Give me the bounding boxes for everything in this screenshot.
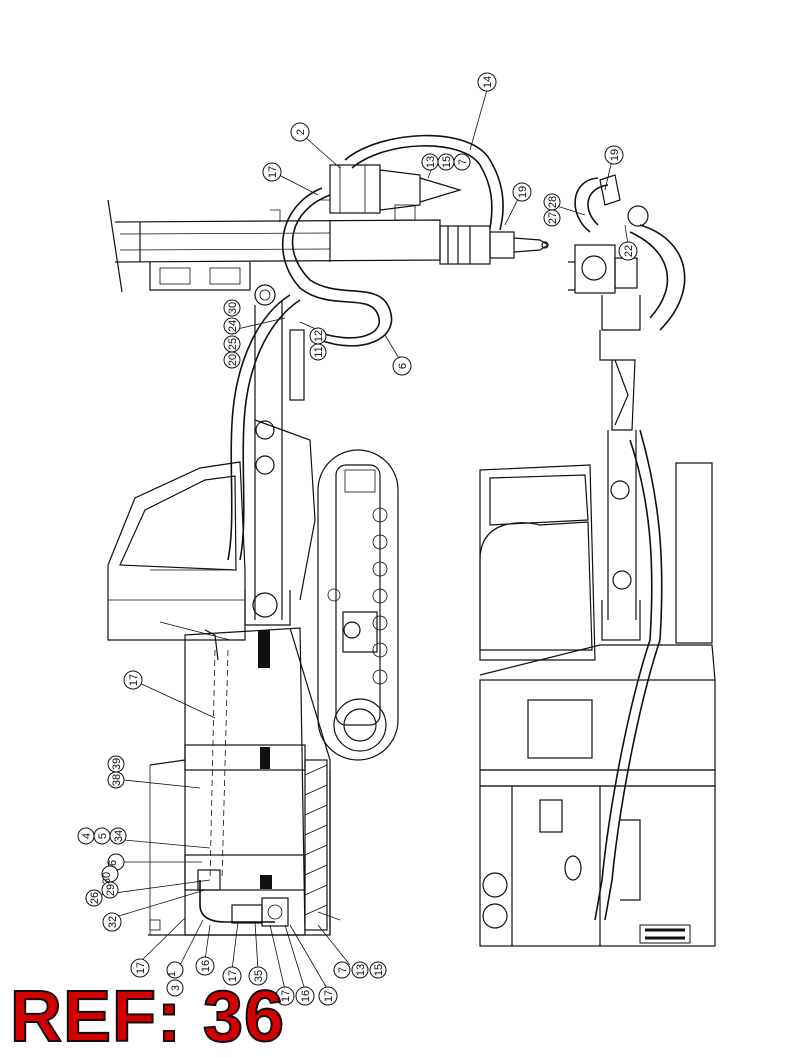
callout-4: 4 bbox=[77, 827, 95, 845]
svg-text:16: 16 bbox=[300, 990, 312, 1002]
callout-28: 28 bbox=[543, 193, 561, 211]
callout-12: 12 bbox=[309, 327, 327, 345]
svg-text:11: 11 bbox=[313, 346, 325, 357]
callout-15: 15 bbox=[369, 961, 387, 979]
callout-39: 39 bbox=[107, 755, 125, 773]
callout-5: 5 bbox=[93, 827, 111, 845]
svg-text:17: 17 bbox=[323, 990, 335, 1002]
callout-17: 17 bbox=[262, 162, 282, 182]
callout-13: 13 bbox=[421, 153, 439, 171]
callout-17: 17 bbox=[318, 986, 338, 1006]
callout-7: 7 bbox=[453, 153, 471, 171]
svg-text:38: 38 bbox=[111, 774, 123, 786]
callout-24: 24 bbox=[223, 317, 241, 335]
callout-3: 3 bbox=[166, 979, 184, 997]
callouts: 14 2 13 15 7 17 19 19 27 28 22 30 24 25 … bbox=[77, 72, 638, 1006]
hatched-panel bbox=[304, 759, 328, 931]
svg-text:25: 25 bbox=[227, 338, 239, 350]
callout-11: 11 bbox=[309, 343, 327, 361]
svg-text:17: 17 bbox=[267, 166, 279, 178]
callout-22: 22 bbox=[618, 241, 638, 261]
callout-13: 13 bbox=[351, 961, 369, 979]
svg-text:26: 26 bbox=[89, 892, 101, 904]
callout-7: 7 bbox=[333, 961, 351, 979]
svg-text:5: 5 bbox=[97, 833, 109, 839]
svg-text:17: 17 bbox=[227, 970, 239, 982]
callout-1: 1 bbox=[166, 961, 184, 979]
svg-text:19: 19 bbox=[609, 149, 621, 161]
svg-text:19: 19 bbox=[517, 186, 529, 198]
svg-text:7: 7 bbox=[457, 159, 469, 165]
callout-14: 14 bbox=[477, 72, 497, 92]
callout-26: 26 bbox=[85, 889, 103, 907]
callout-19: 19 bbox=[512, 182, 532, 202]
callout-6: 6 bbox=[392, 356, 412, 376]
callout-16: 16 bbox=[295, 986, 315, 1006]
svg-text:20: 20 bbox=[227, 354, 239, 366]
svg-text:1: 1 bbox=[166, 971, 178, 977]
callout-17: 17 bbox=[130, 958, 150, 978]
svg-text:35: 35 bbox=[253, 970, 265, 982]
svg-text:17: 17 bbox=[280, 990, 292, 1002]
svg-text:29: 29 bbox=[105, 884, 117, 896]
callout-25: 25 bbox=[223, 335, 241, 353]
callout-34: 34 bbox=[109, 827, 127, 845]
svg-text:17: 17 bbox=[135, 962, 147, 974]
svg-text:6: 6 bbox=[397, 363, 409, 369]
svg-text:32: 32 bbox=[107, 916, 119, 928]
svg-text:14: 14 bbox=[482, 76, 494, 88]
svg-text:4: 4 bbox=[81, 833, 93, 839]
svg-text:22: 22 bbox=[623, 245, 635, 257]
callout-17: 17 bbox=[222, 966, 242, 986]
svg-text:27: 27 bbox=[547, 212, 559, 224]
svg-text:15: 15 bbox=[441, 156, 453, 168]
svg-text:17: 17 bbox=[128, 674, 140, 686]
svg-text:30: 30 bbox=[101, 872, 113, 884]
svg-text:13: 13 bbox=[355, 964, 367, 976]
callout-35: 35 bbox=[248, 966, 268, 986]
callout-16: 16 bbox=[195, 956, 215, 976]
callout-20: 20 bbox=[223, 351, 241, 369]
callout-15: 15 bbox=[437, 153, 455, 171]
reference-label: REF: 36 bbox=[9, 977, 286, 1057]
svg-text:3: 3 bbox=[170, 985, 182, 991]
callout-32: 32 bbox=[102, 912, 122, 932]
svg-text:34: 34 bbox=[113, 830, 125, 842]
callout-19: 19 bbox=[604, 145, 624, 165]
callout-30: 30 bbox=[101, 865, 119, 884]
callout-17: 17 bbox=[275, 986, 295, 1006]
svg-text:28: 28 bbox=[547, 196, 559, 208]
callout-30: 30 bbox=[223, 299, 241, 317]
svg-text:2: 2 bbox=[295, 129, 307, 135]
svg-text:7: 7 bbox=[337, 967, 349, 973]
svg-text:15: 15 bbox=[373, 964, 385, 976]
machine-side-view bbox=[107, 134, 550, 936]
callout-38: 38 bbox=[107, 771, 125, 789]
machine-front-view bbox=[479, 174, 716, 947]
svg-text:39: 39 bbox=[111, 758, 123, 770]
svg-text:24: 24 bbox=[227, 320, 239, 332]
callout-2: 2 bbox=[290, 122, 310, 142]
svg-text:30: 30 bbox=[227, 302, 239, 314]
svg-text:13: 13 bbox=[425, 156, 437, 168]
callout-17: 17 bbox=[123, 670, 143, 690]
svg-text:12: 12 bbox=[313, 330, 325, 342]
callout-27: 27 bbox=[543, 209, 561, 227]
svg-text:16: 16 bbox=[200, 960, 212, 972]
